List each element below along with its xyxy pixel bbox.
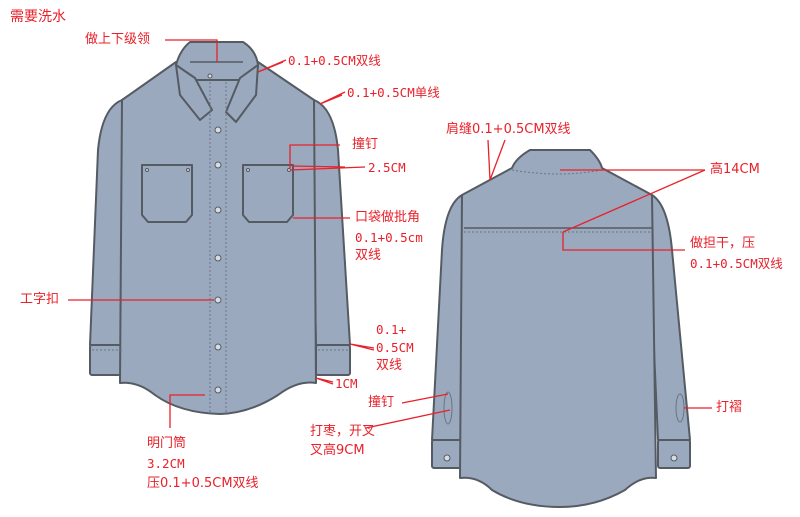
pleat-label: 打褶 (716, 400, 743, 415)
right-pocket (242, 164, 294, 223)
placket-label: 明门筒 (147, 436, 187, 451)
collar-left (175, 64, 213, 121)
collar-stitch-label: 0.1+0.5CM双线 (288, 53, 381, 68)
front-shirt (89, 41, 351, 415)
pocket-rivet-label: 撞钉 (352, 137, 379, 152)
collar-right (225, 64, 259, 123)
pocket-rivet-spacing-label: 2.5CM (368, 160, 406, 175)
front-right-cuff (315, 344, 351, 376)
slit-label-1: 打枣，开叉 (310, 424, 376, 439)
left-pocket (141, 164, 193, 223)
slit-label-2: 叉高9CM (310, 443, 365, 458)
yoke-label-2: 0.1+0.5CM双线 (690, 256, 783, 271)
hem-label: 1CM (335, 376, 358, 391)
buttons (145, 73, 678, 462)
collar-label: 做上下级领 (85, 32, 151, 47)
cuff-stitch-label-1: 0.1+ (376, 322, 407, 337)
cuff-stitch-label-3: 双线 (376, 358, 403, 373)
placket-width-label: 3.2CM (147, 456, 185, 471)
wash-note: 需要洗水 (10, 9, 66, 25)
back-right-cuff (657, 439, 691, 469)
shoulder-stitch-label: 0.1+0.5CM单线 (347, 85, 440, 100)
leader-lines (68, 39, 712, 429)
back-shirt (431, 149, 691, 508)
pocket-label: 口袋做批角 (355, 210, 421, 225)
back-left-cuff (431, 439, 463, 469)
button-label: 工字扣 (20, 292, 60, 307)
back-body (459, 149, 657, 508)
shoulder-seam-label: 肩缝0.1+0.5CM双线 (446, 122, 571, 137)
cuff-stitch-label-2: 0.5CM (376, 340, 414, 355)
back-rivet-label: 撞钉 (368, 395, 395, 410)
pocket-stitch-label-2: 双线 (355, 248, 382, 263)
front-right-sleeve (311, 99, 351, 346)
front-left-cuff (89, 344, 125, 376)
placket-stitch-label: 压0.1+0.5CM双线 (147, 476, 259, 491)
yoke-height-label: 高14CM (710, 162, 760, 177)
front-body (119, 61, 317, 415)
yoke-label-1: 做担干，压 (690, 236, 756, 251)
pocket-stitch-label-1: 0.1+0.5cm (355, 230, 423, 245)
